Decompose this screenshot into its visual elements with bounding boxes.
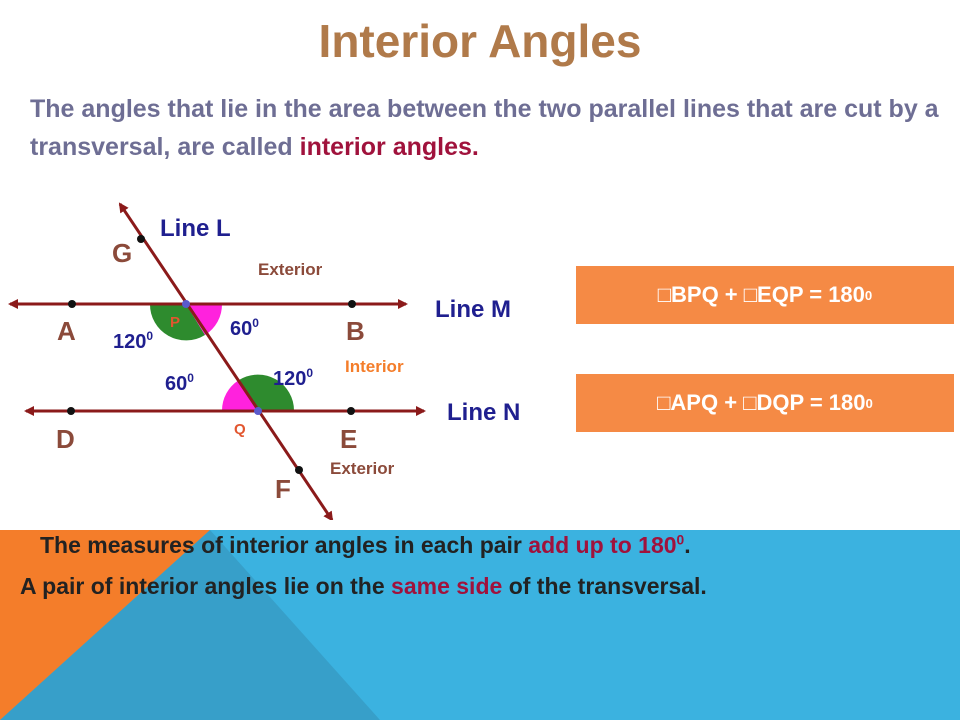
point-a-dot — [68, 300, 76, 308]
definition-text: The angles that lie in the area between … — [30, 90, 950, 166]
summary-line-2-end: of the transversal. — [508, 573, 707, 599]
definition-body: The angles that lie in the area between … — [30, 95, 939, 161]
summary-line-1: The measures of interior angles in each … — [40, 532, 691, 559]
point-q-label: Q — [234, 421, 246, 438]
interior-label: Interior — [345, 357, 404, 376]
point-f-dot — [295, 466, 303, 474]
point-g-label: G — [112, 238, 132, 268]
point-d-dot — [67, 407, 75, 415]
equation-2-text: □APQ + □DQP = 180 — [657, 390, 866, 415]
point-a-label: A — [57, 316, 76, 346]
equation-2-exponent: 0 — [865, 395, 873, 411]
page-title: Interior Angles — [318, 15, 642, 67]
summary-line-2: A pair of interior angles lie on the sam… — [20, 568, 920, 605]
equation-1-exponent: 0 — [864, 287, 873, 303]
angle-bpq-value: 600 — [230, 316, 259, 340]
summary-line-1-text: The measures of interior angles in each … — [40, 532, 522, 558]
angle-apq-value: 1200 — [113, 329, 153, 353]
summary-line-2-text: A pair of interior angles lie on the — [20, 573, 385, 599]
point-p-dot — [182, 300, 190, 308]
exterior-top-label: Exterior — [258, 260, 323, 279]
line-l-label: Line L — [160, 215, 231, 242]
point-p-label: P — [170, 314, 180, 331]
panel-decoration — [0, 530, 380, 720]
parallel-lines-diagram: Line L Line M Line N Exterior Interior E… — [8, 202, 520, 520]
summary-line-2-highlight: same side — [391, 573, 503, 599]
line-m-label: Line M — [435, 296, 511, 323]
point-b-label: B — [346, 316, 365, 346]
point-b-dot — [348, 300, 356, 308]
point-d-label: D — [56, 424, 75, 454]
point-e-label: E — [340, 424, 357, 454]
point-e-dot — [347, 407, 355, 415]
summary-line-1-highlight: add up to 1800 — [528, 532, 685, 558]
summary-line-1-end: . — [684, 532, 691, 558]
angle-eqp-value: 1200 — [273, 366, 313, 390]
teal-wedge — [0, 530, 380, 720]
equation-1-text: □BPQ + □EQP = 180 — [657, 282, 865, 307]
point-q-dot — [254, 407, 262, 415]
line-n-label: Line N — [447, 399, 520, 426]
exterior-bottom-label: Exterior — [330, 459, 395, 478]
point-f-label: F — [275, 474, 291, 504]
point-g-dot — [137, 235, 145, 243]
definition-highlight: interior angles. — [299, 133, 479, 161]
summary-panel — [0, 530, 960, 720]
angle-dqp-value: 600 — [165, 371, 194, 395]
